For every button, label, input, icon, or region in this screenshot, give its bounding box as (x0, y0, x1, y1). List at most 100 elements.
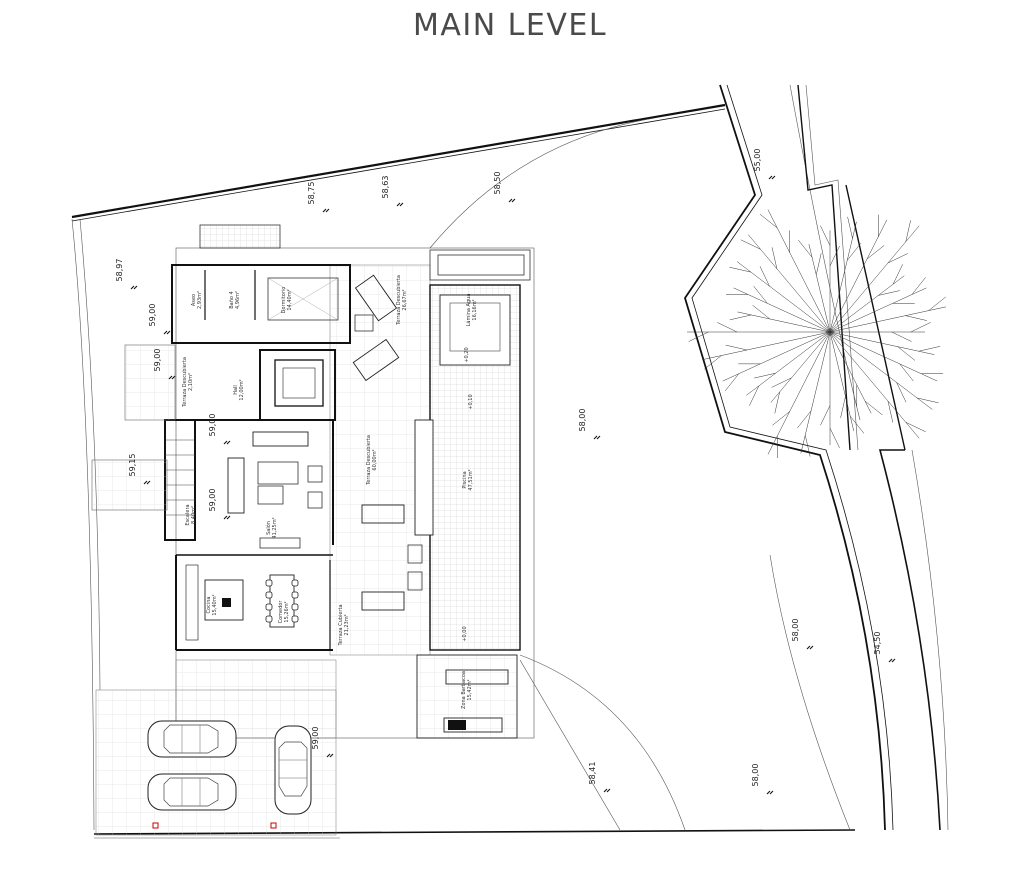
tree-twig (771, 377, 792, 388)
tree-branch (829, 331, 935, 355)
room-name: Escalera (185, 504, 191, 525)
road-edge (684, 84, 949, 831)
tree-twig (774, 391, 780, 414)
page-title: MAIN LEVEL (412, 8, 608, 43)
room-name: Lámina Agua (465, 294, 472, 327)
tree-twig (905, 422, 926, 433)
level-value: 58,63 (381, 176, 390, 199)
pool-level: +0,00 (462, 626, 468, 641)
level-value: 58,41 (588, 762, 597, 785)
level-mark: 58,63 (381, 176, 404, 207)
room-area: 16,16m² (472, 299, 478, 320)
room-name: Hall (233, 385, 239, 395)
room-name: Terraza Descubierta (182, 357, 188, 408)
tree-branch (767, 331, 831, 455)
room-name: Baño 4 (229, 291, 235, 309)
room-area: 26,67m² (402, 289, 408, 310)
room-area: 12,00m² (239, 379, 245, 400)
tree-twig (729, 266, 751, 273)
tree-twig (759, 214, 778, 229)
level-value: 58,97 (115, 259, 124, 282)
level-value: 58,00 (791, 619, 800, 642)
tree-branch (748, 234, 831, 333)
tree-twig (917, 397, 939, 404)
level-mark: 59,15 (128, 454, 151, 485)
tree-twig (905, 315, 927, 321)
level-mark: 54,50 (873, 632, 896, 663)
level-tick (766, 790, 774, 795)
room-name: Terraza Descubierta (396, 275, 402, 326)
tree-twig (866, 245, 885, 260)
level-tick (322, 208, 330, 213)
level-value: 58,50 (493, 172, 502, 195)
level-mark: 58,00 (751, 764, 774, 795)
tree-branch (829, 275, 905, 333)
level-tick (163, 330, 171, 335)
parking (95, 689, 337, 836)
level-value: 59,00 (153, 349, 162, 372)
level-tick (603, 788, 611, 793)
tree-twig (864, 400, 883, 416)
tree-twig (804, 435, 811, 457)
tree-twig (887, 253, 908, 264)
tree-twig (725, 344, 748, 351)
tree-branch (829, 225, 920, 333)
tree-twig (896, 382, 907, 403)
pool-level: +0,10 (468, 394, 474, 409)
tree-twig (820, 405, 831, 426)
room-area: 60,00m² (372, 449, 378, 470)
level-tick (768, 175, 776, 180)
room-area: 2,10m² (188, 373, 194, 391)
tree-branch (829, 331, 933, 410)
level-value: 55,00 (753, 149, 762, 172)
level-mark: 58,00 (578, 409, 601, 440)
tree-branch (767, 209, 831, 333)
level-value: 58,00 (578, 409, 587, 432)
tree-twig (847, 216, 853, 239)
tree-branch (770, 331, 831, 403)
tree-twig (820, 225, 831, 246)
level-value: 58,75 (307, 182, 316, 205)
tree-twig (899, 363, 914, 382)
tree-twig (797, 410, 812, 429)
pool-level: +0,20 (464, 347, 470, 362)
level-mark: 59,00 (208, 489, 231, 520)
tree-twig (798, 239, 813, 258)
tree-twig (911, 277, 926, 295)
tree-branch (702, 331, 831, 360)
level-mark: 58,75 (307, 182, 330, 213)
tree-twig (897, 346, 916, 361)
tree-branch (829, 331, 855, 432)
tree-twig (752, 305, 770, 320)
tree-twig (729, 314, 752, 321)
tree-branch (746, 331, 831, 396)
tree-branch (736, 261, 831, 333)
room-area: 15,42m² (467, 679, 473, 700)
room-area: 4,96m² (235, 291, 241, 309)
level-mark: 59,00 (148, 304, 171, 335)
room-area: 14,40m² (287, 289, 293, 310)
tree-twig (829, 427, 840, 449)
pool (414, 249, 531, 739)
tree-branch (829, 287, 927, 333)
tree-twig (829, 246, 840, 267)
level-tick (223, 440, 231, 445)
tree-twig (816, 253, 822, 275)
level-value: 59,15 (128, 454, 137, 477)
room-area: 8,40m² (191, 506, 197, 524)
tree-twig (688, 331, 709, 342)
level-value: 59,00 (148, 304, 157, 327)
tree-twig (891, 331, 912, 342)
tree-twig (759, 266, 770, 287)
